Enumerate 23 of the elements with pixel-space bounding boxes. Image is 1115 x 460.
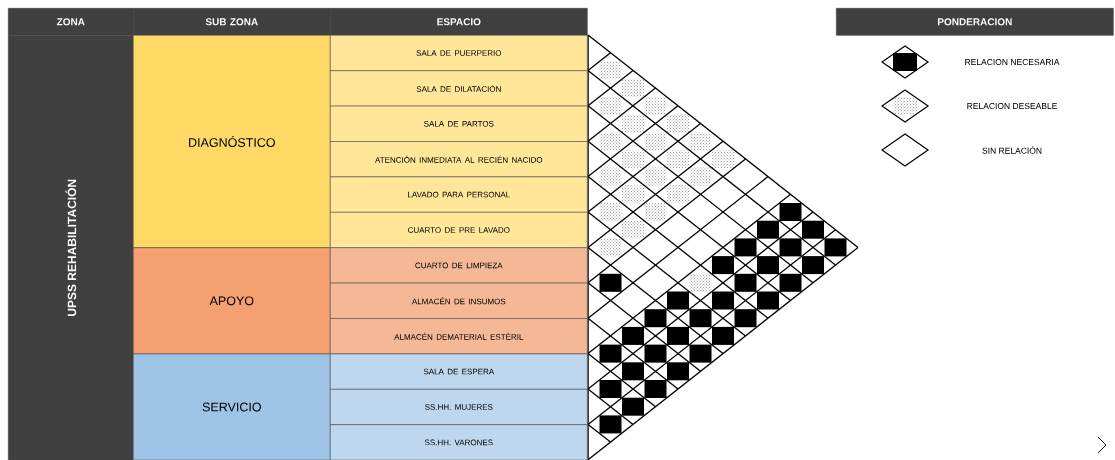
column-header: SUB ZONA xyxy=(133,8,331,36)
space-cell: SS.HH. MUJERES xyxy=(330,389,588,425)
subzone-cell: DIAGNÓSTICO xyxy=(133,35,331,248)
column-header: ESPACIO xyxy=(330,8,588,36)
legend-label: RELACION NECESARIA xyxy=(965,59,1060,65)
node-label: UPSS REHABILITACIÓN xyxy=(65,179,77,316)
column-header: ZONA xyxy=(8,8,134,36)
space-cell: SS.HH. VARONES xyxy=(330,424,588,460)
subzone-cell: SERVICIO xyxy=(133,353,331,460)
space-cell: ATENCIÓN INMEDIATA AL RECIÉN NACIDO xyxy=(330,141,588,178)
subzone-cell: APOYO xyxy=(133,247,331,355)
space-cell: CUARTO DE PRE LAVADO xyxy=(330,212,588,248)
space-cell: ALMACÉN DE INSUMOS xyxy=(330,282,588,319)
column-header: PONDERACION xyxy=(836,8,1114,36)
space-cell: LAVADO PARA PERSONAL xyxy=(330,176,588,213)
legend-label: RELACION DESEABLE xyxy=(967,103,1057,109)
space-cell: SALA DE ESPERA xyxy=(330,353,588,390)
space-cell: CUARTO DE LIMPIEZA xyxy=(330,247,588,284)
space-cell: SALA DE DILATACIÓN xyxy=(330,70,588,107)
legend-label: SIN RELACIÓN xyxy=(982,146,1042,154)
space-cell: SALA DE PARTOS xyxy=(330,105,588,142)
space-cell: SALA DE PUERPERIO xyxy=(330,35,588,71)
space-cell: ALMACÉN DEMATERIAL ESTÉRIL xyxy=(330,318,588,355)
